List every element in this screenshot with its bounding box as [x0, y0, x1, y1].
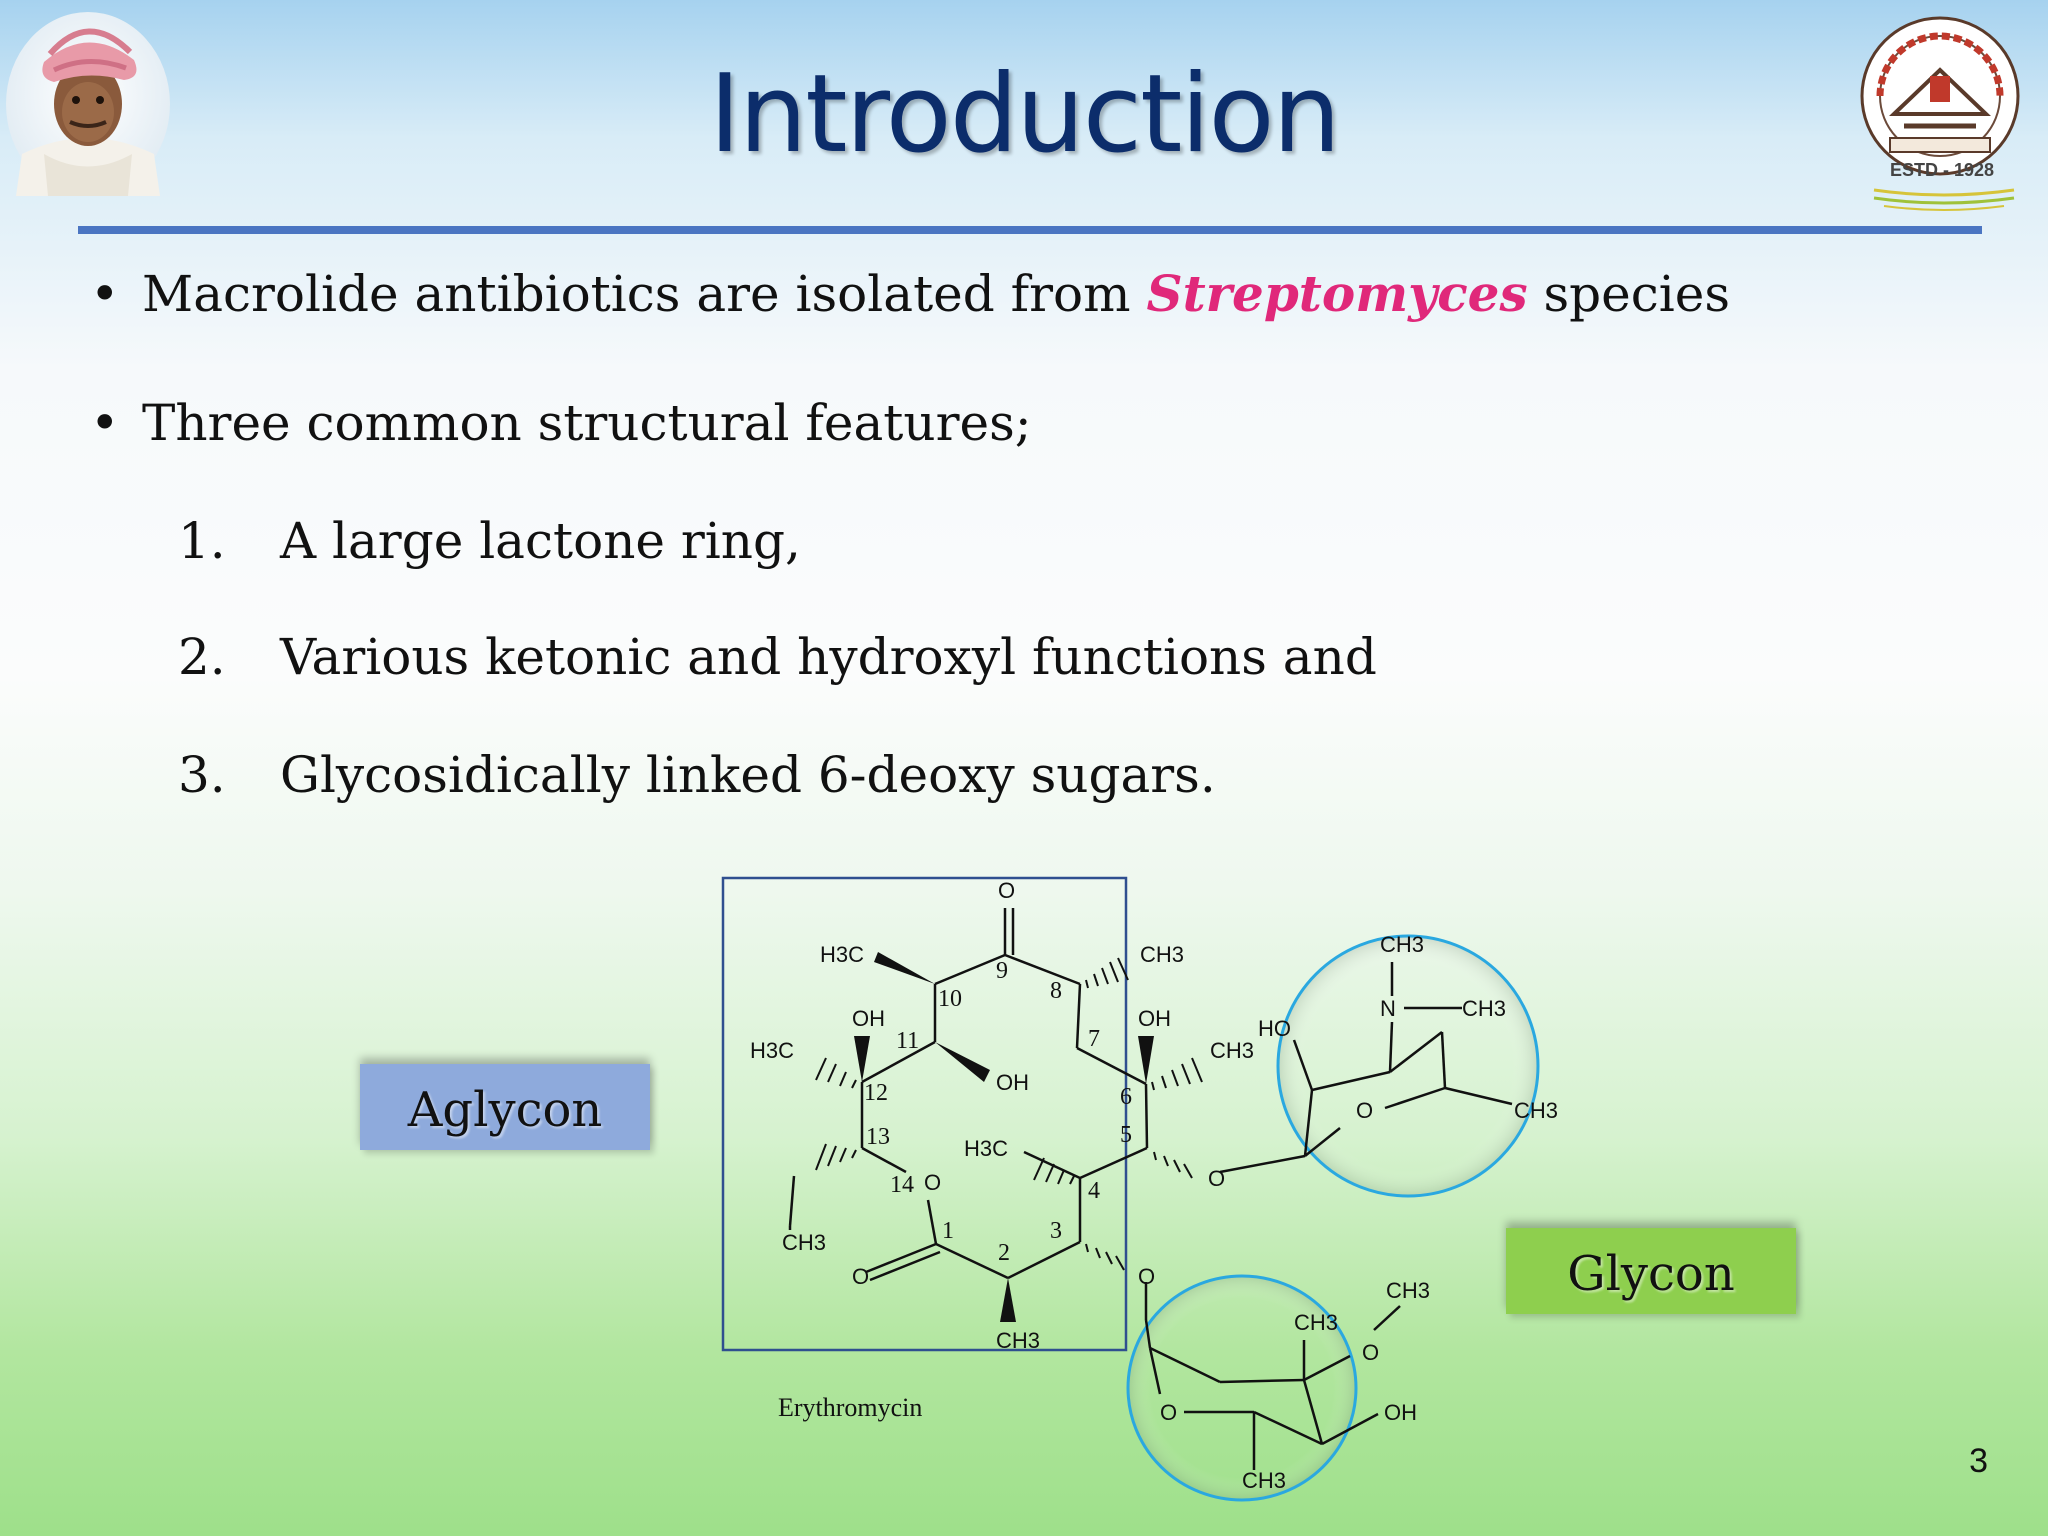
n-ch3-right-label: CH3 — [1462, 996, 1506, 1021]
link-o-desosamine-label: O — [1208, 1166, 1225, 1191]
ring-number-2: 2 — [998, 1240, 1010, 1266]
carbonyl-o-label: O — [998, 878, 1015, 903]
desosamine-circle — [1276, 934, 1540, 1198]
ring-number-1: 1 — [942, 1218, 954, 1244]
oh-6-label: OH — [1138, 1006, 1171, 1031]
aglycon-label: Aglycon — [360, 1064, 650, 1150]
ring-number-7: 7 — [1088, 1026, 1100, 1052]
ethyl-ch3-label: CH3 — [782, 1230, 826, 1255]
oh-11-label: OH — [996, 1070, 1029, 1095]
ring-number-9: 9 — [996, 958, 1008, 984]
ring-number-13: 13 — [866, 1124, 890, 1150]
bullet-2-text: Three common structural features; — [142, 394, 1032, 452]
founder-portrait — [6, 12, 170, 196]
cladinose-ch3-label: CH3 — [1294, 1310, 1338, 1335]
bullet-1-emphasis: Streptomyces — [1146, 264, 1528, 323]
ring-number-3: 3 — [1050, 1218, 1062, 1244]
nitrogen-label: N — [1380, 996, 1396, 1021]
ring-o-label: O — [924, 1170, 941, 1195]
slide-title: Introduction — [708, 52, 1341, 177]
ring-number-14: 14 — [890, 1172, 914, 1198]
desosamine-ch3-label: CH3 — [1514, 1098, 1558, 1123]
bullet-dot-icon: • — [90, 394, 120, 452]
estd-text: ESTD - 1928 — [1890, 160, 1994, 180]
ch3-6-label: CH3 — [1210, 1038, 1254, 1063]
ring-number-4: 4 — [1088, 1178, 1100, 1204]
bullet-2: • Three common structural features; — [90, 394, 1032, 452]
ring-numbers: 1 2 3 4 5 6 7 8 9 10 11 12 13 14 — [864, 958, 1132, 1266]
bullet-1-text-after: species — [1527, 265, 1731, 323]
ring-number-10: 10 — [938, 986, 962, 1012]
college-emblem: ESTD - 1928 — [1860, 16, 2020, 211]
group-labels: O H3C CH3 OH OH H3C CH3 OH H3C O O CH3 O… — [750, 878, 1558, 1493]
h3c-12-label: H3C — [750, 1038, 794, 1063]
ring-number-5: 5 — [1120, 1122, 1132, 1148]
oh-12-label: OH — [852, 1006, 885, 1031]
cladinose-circle — [1126, 1274, 1358, 1502]
h3c-4-label: H3C — [964, 1136, 1008, 1161]
cladinose-ring-o-label: O — [1160, 1400, 1177, 1425]
bullet-dot-icon: • — [90, 265, 120, 323]
hashed-bonds — [815, 957, 1203, 1271]
ring-number-11: 11 — [896, 1028, 919, 1054]
h3c-10-label: H3C — [820, 942, 864, 967]
feature-3-text: Glycosidically linked 6-deoxy sugars. — [280, 746, 1216, 804]
ring-number-6: 6 — [1120, 1084, 1132, 1110]
feature-1-text: A large lactone ring, — [280, 512, 801, 570]
link-o-cladinose-label: O — [1138, 1264, 1155, 1289]
feature-1-number: 1. — [178, 512, 226, 570]
bonds — [788, 908, 1513, 1470]
feature-3-number: 3. — [178, 746, 226, 804]
ring-number-8: 8 — [1050, 978, 1062, 1004]
desosamine-ring-o-label: O — [1356, 1098, 1373, 1123]
cladinose-bottom-ch3-label: CH3 — [1242, 1468, 1286, 1493]
ring-number-12: 12 — [864, 1080, 888, 1106]
wedge-bonds — [854, 952, 1154, 1322]
title-divider — [78, 226, 1982, 234]
n-ch3-top-label: CH3 — [1380, 932, 1424, 957]
aglycon-frame — [721, 876, 1128, 1352]
ho-desosamine-label: HO — [1258, 1016, 1291, 1041]
feature-2-number: 2. — [178, 628, 226, 686]
feature-2-text: Various ketonic and hydroxyl functions a… — [280, 628, 1377, 686]
bullet-1: • Macrolide antibiotics are isolated from… — [90, 264, 1730, 323]
lactone-carbonyl-o-label: O — [852, 1264, 869, 1289]
glycon-label: Glycon — [1506, 1228, 1796, 1314]
bullet-1-text-before: Macrolide antibiotics are isolated from — [142, 265, 1147, 323]
cladinose-oh-label: OH — [1384, 1400, 1417, 1425]
molecule-name: Erythromycin — [778, 1393, 922, 1422]
page-number: 3 — [1969, 1442, 1988, 1480]
ch3-8-label: CH3 — [1140, 942, 1184, 967]
methoxy-o-label: O — [1362, 1340, 1379, 1365]
methoxy-ch3-label: CH3 — [1386, 1278, 1430, 1303]
ch3-2-label: CH3 — [996, 1328, 1040, 1353]
